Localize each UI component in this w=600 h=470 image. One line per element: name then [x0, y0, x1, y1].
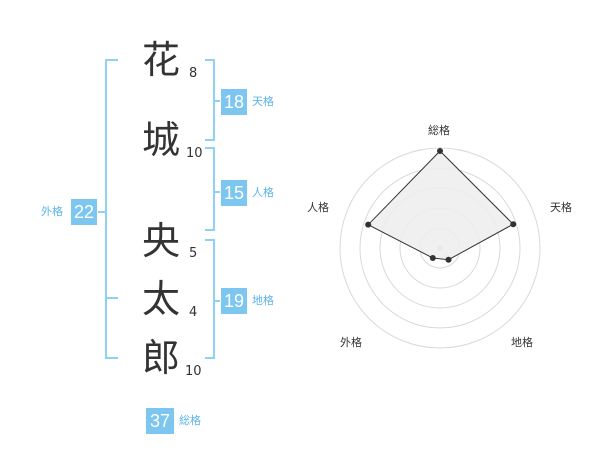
radar-point-5	[365, 221, 372, 228]
radar-points	[365, 148, 517, 263]
stroke-count-1: 8	[189, 66, 198, 81]
radar-label-soukaku: 総格	[428, 124, 450, 137]
name-char-1: 花	[141, 38, 180, 82]
radar-point-2	[510, 221, 517, 228]
radar-point-4	[429, 254, 436, 261]
stroke-count-2: 10	[186, 146, 203, 161]
chikaku-bracket	[205, 239, 215, 359]
tenkaku-label: 天格	[252, 95, 274, 108]
radar-point-3	[445, 256, 452, 263]
name-char-3: 央	[141, 219, 180, 263]
radar-label-tenkaku: 天格	[550, 201, 572, 214]
tenkaku-score: 18	[221, 89, 247, 115]
gaikaku-score: 22	[71, 199, 97, 225]
jinkaku-label: 人格	[252, 186, 274, 199]
stroke-count-4: 4	[189, 305, 198, 320]
radar-point-1	[437, 148, 443, 154]
name-char-5: 郎	[141, 336, 180, 380]
soukaku-label: 総格	[179, 414, 201, 427]
gaikaku-label: 外格	[41, 205, 63, 218]
chikaku-label: 地格	[252, 294, 274, 307]
soukaku-score: 37	[146, 408, 174, 434]
radar-label-jinkaku: 人格	[307, 201, 329, 214]
name-char-4: 太	[141, 277, 180, 321]
jinkaku-bracket	[205, 147, 215, 231]
stroke-count-3: 5	[189, 246, 198, 261]
radar-label-chikaku: 地格	[511, 336, 533, 349]
stroke-count-5: 10	[185, 364, 202, 379]
outer-bracket	[105, 59, 118, 359]
jinkaku-score: 15	[221, 180, 247, 206]
radar-area	[367, 150, 515, 261]
name-char-2: 城	[141, 118, 180, 162]
radar-label-gaikaku: 外格	[340, 336, 362, 349]
chikaku-score: 19	[221, 288, 247, 314]
